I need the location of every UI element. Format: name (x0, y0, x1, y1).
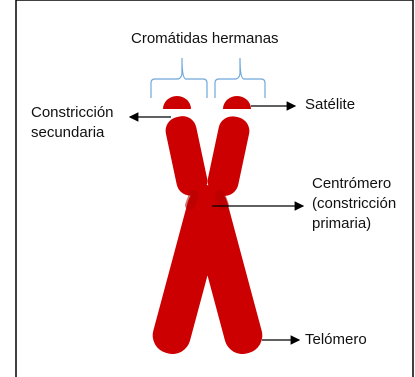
label-centromere: Centrómero (constricción primaria) (312, 175, 397, 232)
right-chromatid-bracket (214, 57, 266, 98)
left-satellite (163, 96, 191, 109)
left-chromatid-bracket (150, 57, 208, 98)
upper-left-arm (165, 116, 208, 196)
label-secondary-constriction: Constricción secundaria (31, 104, 114, 141)
chromosome (152, 96, 263, 354)
label-satellite: Satélite (305, 96, 356, 113)
right-satellite (223, 96, 251, 109)
diagram-title: Cromátidas hermanas (131, 30, 279, 47)
frame-border (15, 0, 414, 377)
lower-right-arm (189, 188, 263, 354)
label-telomere: Telómero (305, 331, 367, 348)
upper-right-arm (207, 116, 250, 196)
